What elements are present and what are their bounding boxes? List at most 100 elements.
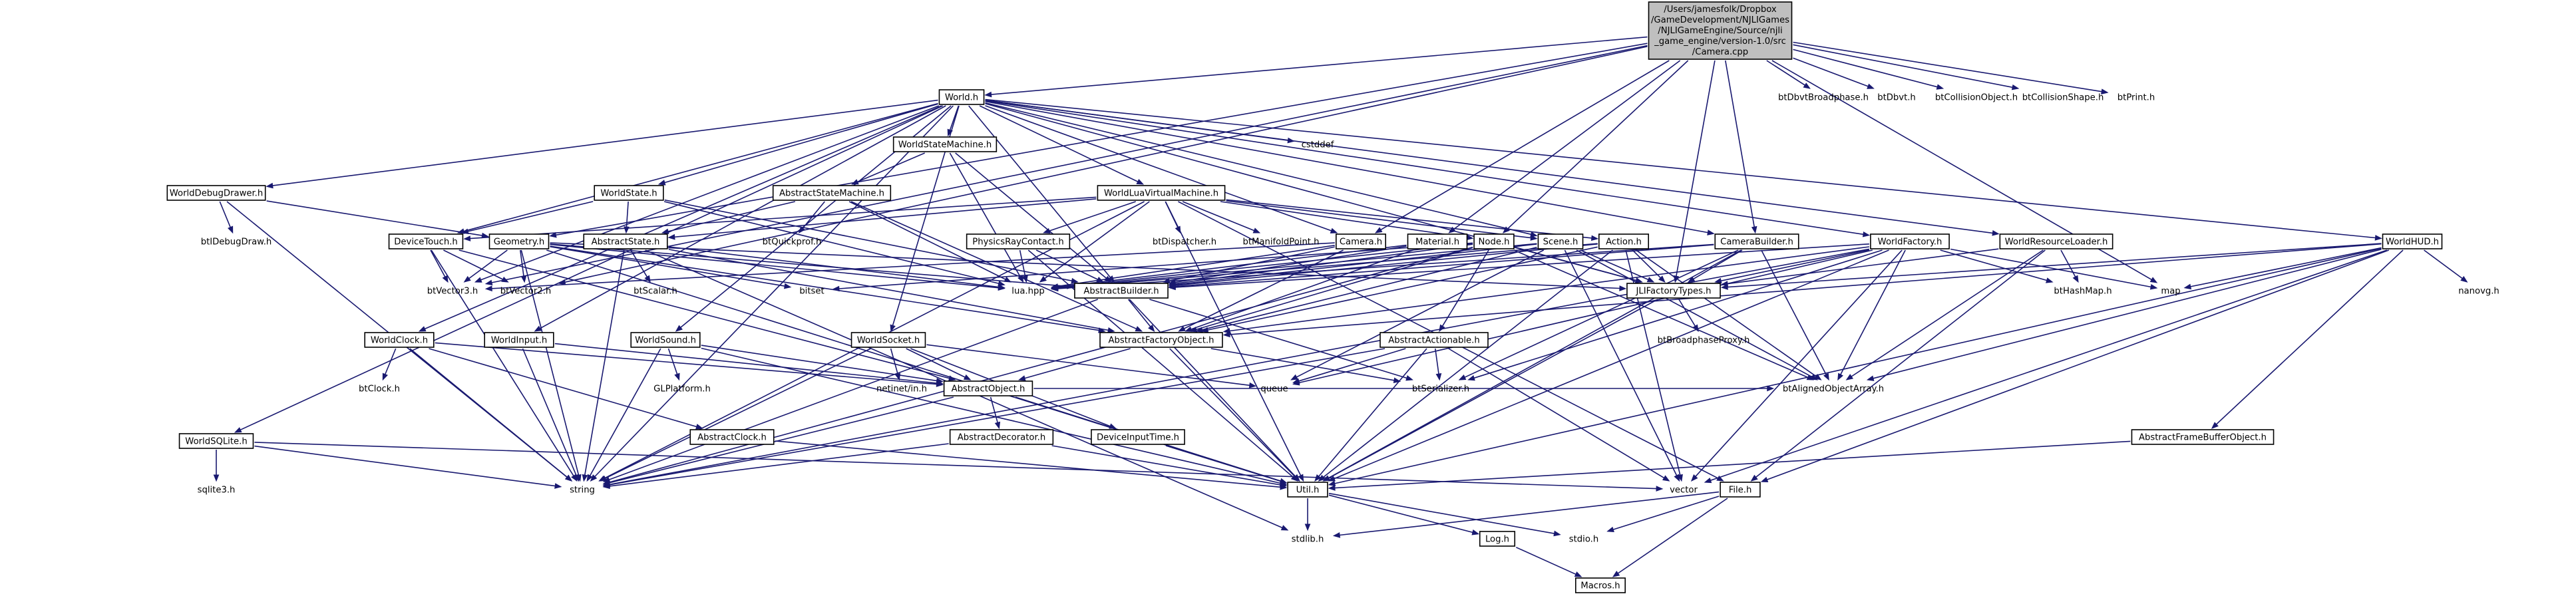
edge-line: [2060, 249, 2076, 277]
edge-arrowhead: [1936, 84, 1944, 90]
edge-line: [1057, 243, 1537, 289]
edge-arrowhead: [1619, 285, 1627, 291]
edge-abstractstate-to-abstractfactoryobject: [668, 249, 1115, 333]
node-bthashmap: btHashMap.h: [2054, 287, 2112, 297]
node-label: CameraBuilder.h: [1720, 237, 1793, 247]
node-worldinput[interactable]: WorldInput.h: [484, 332, 554, 348]
edge-line: [1175, 243, 1869, 288]
node-util[interactable]: Util.h: [1287, 482, 1328, 498]
edge-arrowhead: [1022, 275, 1028, 283]
node-macros[interactable]: Macros.h: [1575, 577, 1626, 593]
node-btclock: btClock.h: [359, 384, 400, 394]
edge-arrowhead: [1590, 235, 1599, 241]
edge-line: [1334, 247, 2382, 484]
node-label: btManifoldPoint.h: [1242, 237, 1319, 247]
edge-worldresourceloader-to-bthashmap: [2060, 249, 2079, 283]
edge-arrowhead: [1814, 374, 1822, 380]
edge-arrowhead: [890, 324, 896, 333]
node-deviceinputtime[interactable]: DeviceInputTime.h: [1091, 429, 1185, 445]
edge-arrowhead: [1280, 525, 1289, 531]
node-jlifactorytypes[interactable]: JLIFactoryTypes.h: [1626, 283, 1721, 299]
edge-abstractstate-to-string: [582, 249, 625, 482]
node-worldluavirtualmachine[interactable]: WorldLuaVirtualMachine.h: [1097, 185, 1226, 201]
node-abstractstatemachine[interactable]: AbstractStateMachine.h: [772, 185, 892, 201]
node-label: File.h: [1729, 486, 1752, 496]
node-physicsraycontact[interactable]: PhysicsRayContact.h: [966, 233, 1071, 249]
edge-line: [668, 246, 999, 288]
edge-line: [1693, 249, 1743, 280]
edge-line: [1169, 348, 1296, 478]
edge-line: [254, 445, 556, 487]
node-abstractclock[interactable]: AbstractClock.h: [689, 429, 775, 445]
node-worlddebugdrawer[interactable]: WorldDebugDrawer.h: [166, 185, 266, 201]
node-box: [938, 89, 985, 105]
node-worldresourceloader[interactable]: WorldResourceLoader.h: [1999, 233, 2114, 249]
node-label: WorldSQLite.h: [185, 437, 247, 447]
edge-line: [467, 201, 594, 232]
edge-worldsound-to-string: [586, 348, 661, 482]
node-abstractfactoryobject[interactable]: AbstractFactoryObject.h: [1099, 332, 1223, 348]
edge-line: [1149, 299, 1407, 379]
node-node[interactable]: Node.h: [1473, 233, 1515, 249]
node-btbroadphaseproxy: btBroadphaseProxy.h: [1658, 336, 1750, 346]
edge-arrowhead: [1051, 285, 1059, 292]
edge-arrowhead: [1760, 476, 1769, 483]
node-material[interactable]: Material.h: [1407, 233, 1468, 249]
node-camerabuilder[interactable]: CameraBuilder.h: [1714, 233, 1799, 249]
edge-arrowhead: [554, 483, 562, 489]
node-label: btDispatcher.h: [1153, 237, 1216, 247]
edge-line: [775, 440, 1281, 488]
node-file[interactable]: File.h: [1720, 482, 1761, 498]
edge-line: [926, 344, 1250, 386]
node-worldstate[interactable]: WorldState.h: [594, 185, 664, 201]
node-worldfactory[interactable]: WorldFactory.h: [1870, 233, 1950, 249]
edge-camerah-to-btvector3: [484, 242, 1335, 292]
node-action[interactable]: Action.h: [1598, 233, 1650, 249]
edge-arrowhead: [1992, 229, 2000, 236]
edge-arrowhead: [1405, 375, 1413, 381]
node-worldclock[interactable]: WorldClock.h: [364, 332, 435, 348]
node-worldsocket[interactable]: WorldSocket.h: [850, 332, 926, 348]
node-box: [1097, 185, 1226, 201]
edge-line: [985, 100, 1708, 233]
node-cstddef: cstddef: [1302, 140, 1334, 150]
edge-line: [1435, 348, 1439, 374]
node-box: [1537, 233, 1584, 249]
edge-arrowhead: [1677, 474, 1683, 482]
node-camerah[interactable]: Camera.h: [1336, 233, 1387, 249]
edge-root-to-btdbvt: [1793, 57, 1875, 89]
edge-root-to-geometry: [549, 43, 1648, 238]
edge-line: [1612, 496, 1720, 530]
node-abstractobject[interactable]: AbstractObject.h: [943, 380, 1033, 396]
edge-worldsocket-to-string: [599, 348, 871, 482]
node-log[interactable]: Log.h: [1479, 531, 1516, 547]
edge-line: [664, 199, 1072, 281]
edge-world-to-worldresourceloader: [985, 99, 2000, 236]
edge-line: [701, 347, 1281, 484]
node-worldsqlite[interactable]: WorldSQLite.h: [178, 433, 254, 449]
edge-line: [550, 246, 785, 287]
edge-worldresourceloader-to-btalignedobjectarray: [1845, 249, 2044, 380]
edge-arrowhead: [667, 233, 675, 240]
node-worldhud[interactable]: WorldHUD.h: [2382, 233, 2443, 249]
node-geometry[interactable]: Geometry.h: [488, 233, 550, 249]
node-scene[interactable]: Scene.h: [1537, 233, 1584, 249]
node-devicetouch[interactable]: DeviceTouch.h: [388, 233, 464, 249]
node-box: [949, 429, 1054, 445]
node-world[interactable]: World.h: [938, 89, 985, 105]
node-abstractdecorator[interactable]: AbstractDecorator.h: [949, 429, 1054, 445]
node-root-source-file[interactable]: /Users/jamesfolk/Dropbox/GameDevelopment…: [1648, 1, 1793, 60]
node-abstractbuilder[interactable]: AbstractBuilder.h: [1074, 283, 1169, 299]
edge-line: [626, 201, 629, 227]
node-label: Macros.h: [1580, 581, 1620, 591]
edge-arrowhead: [1168, 284, 1176, 291]
edge-world-to-worldfactory: [985, 100, 1871, 237]
node-abstractactionable[interactable]: AbstractActionable.h: [1380, 332, 1489, 348]
node-worldstatemachine[interactable]: WorldStateMachine.h: [892, 136, 998, 152]
node-abstractstate[interactable]: AbstractState.h: [583, 233, 668, 249]
node-worldsound[interactable]: WorldSound.h: [630, 332, 701, 348]
edge-action-to-abstractfactoryobject: [1200, 246, 1598, 333]
node-abstractframebufferobject[interactable]: AbstractFrameBufferObject.h: [2131, 429, 2275, 445]
edge-arrowhead: [1279, 478, 1288, 484]
edge-arrowhead: [1862, 231, 1871, 237]
